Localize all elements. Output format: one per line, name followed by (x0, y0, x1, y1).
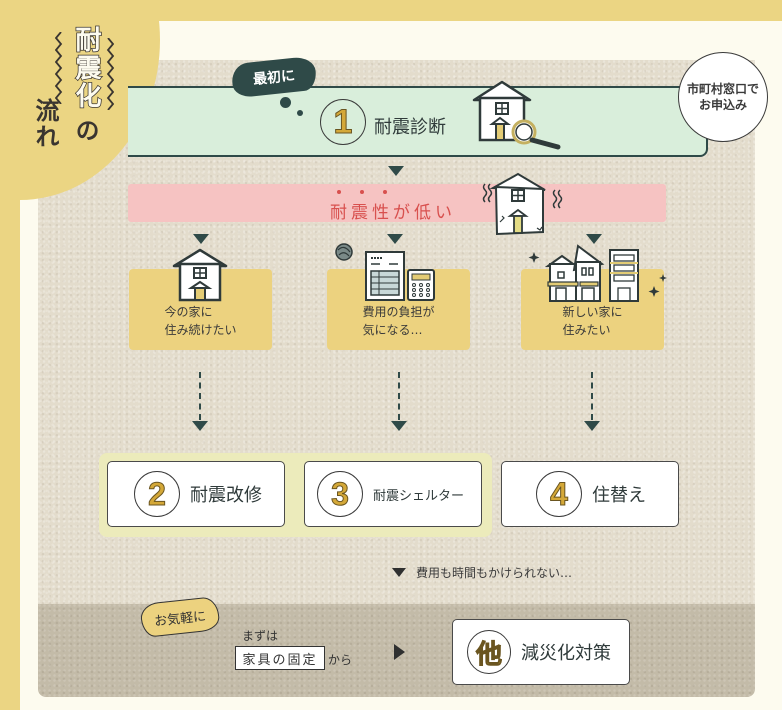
low-resistance-label: 耐震性が低い (330, 203, 456, 223)
arrow-down-icon (586, 234, 602, 244)
other-measures-label: 減災化対策 (521, 643, 611, 664)
no-time-cost-note: 費用も時間もかけられない… (392, 564, 572, 581)
arrow-down-icon (392, 568, 406, 577)
arrow-down-icon (391, 421, 407, 431)
low-resistance-band (128, 184, 666, 222)
arrow-down-icon (388, 166, 404, 176)
furniture-fix-label: 家具の固定 (235, 646, 325, 670)
title-sub: 流れ (31, 98, 59, 150)
emphasis-dot (360, 190, 364, 194)
arrow-down-icon (387, 234, 403, 244)
emphasis-dot (383, 190, 387, 194)
option-retrofit-label: 耐震改修 (190, 485, 262, 506)
step-number-other: 他 (467, 630, 511, 674)
option-relocate-label: 住替え (592, 485, 646, 506)
house-magnifier-icon (472, 80, 561, 150)
dashed-arrow-line (591, 372, 593, 420)
step1-label[interactable]: 耐震診断 (374, 117, 446, 138)
title-particle: の (71, 118, 99, 144)
new-houses-icon (528, 244, 667, 302)
option-relocate-button[interactable]: 4 住替え (501, 461, 679, 527)
thought-dot-icon (297, 110, 303, 116)
arrow-down-icon (192, 421, 208, 431)
choice-stay-line1: 今の家に (164, 304, 213, 319)
choice-cost-line1: 費用の負担が (362, 304, 435, 319)
choice-new-line2: 住みたい (562, 323, 611, 338)
apply-note-circle: 市町村窓口で お申込み (678, 52, 768, 142)
title-main: 耐震化 (70, 25, 102, 111)
shaking-house-icon (482, 172, 563, 236)
choice-new-line1: 新しい家に (562, 304, 623, 319)
arrow-down-icon (193, 234, 209, 244)
step-number-4: 4 (536, 471, 582, 517)
other-measures-button[interactable]: 他 減災化対策 (452, 619, 630, 685)
thought-dot-icon (280, 97, 291, 108)
note-label: 費用も時間もかけられない… (416, 566, 573, 580)
dashed-arrow-line (398, 372, 400, 420)
dashed-arrow-line (199, 372, 201, 420)
option-shelter-button[interactable]: 3 耐震シェルター (304, 461, 482, 527)
step-number-3: 3 (317, 471, 363, 517)
step-number-1: 1 (320, 99, 366, 145)
first-text: まずは (242, 629, 279, 643)
top-border-band (0, 0, 782, 21)
wavy-line-icon (55, 32, 63, 104)
wavy-line-icon (106, 38, 114, 110)
from-text: から (328, 653, 353, 667)
step-number-2: 2 (134, 471, 180, 517)
choice-stay-line2: 住み続けたい (164, 323, 237, 338)
option-retrofit-button[interactable]: 2 耐震改修 (107, 461, 285, 527)
apply-note-line2: お申込み (698, 98, 747, 112)
choice-cost-line2: 気になる… (362, 323, 423, 338)
apply-note-line1: 市町村窓口で (686, 81, 759, 96)
option-shelter-label: 耐震シェルター (373, 488, 465, 504)
arrow-right-icon (394, 644, 405, 660)
arrow-down-icon (584, 421, 600, 431)
emphasis-dot (337, 190, 341, 194)
house-icon (172, 248, 228, 302)
bill-calculator-icon (335, 243, 435, 301)
